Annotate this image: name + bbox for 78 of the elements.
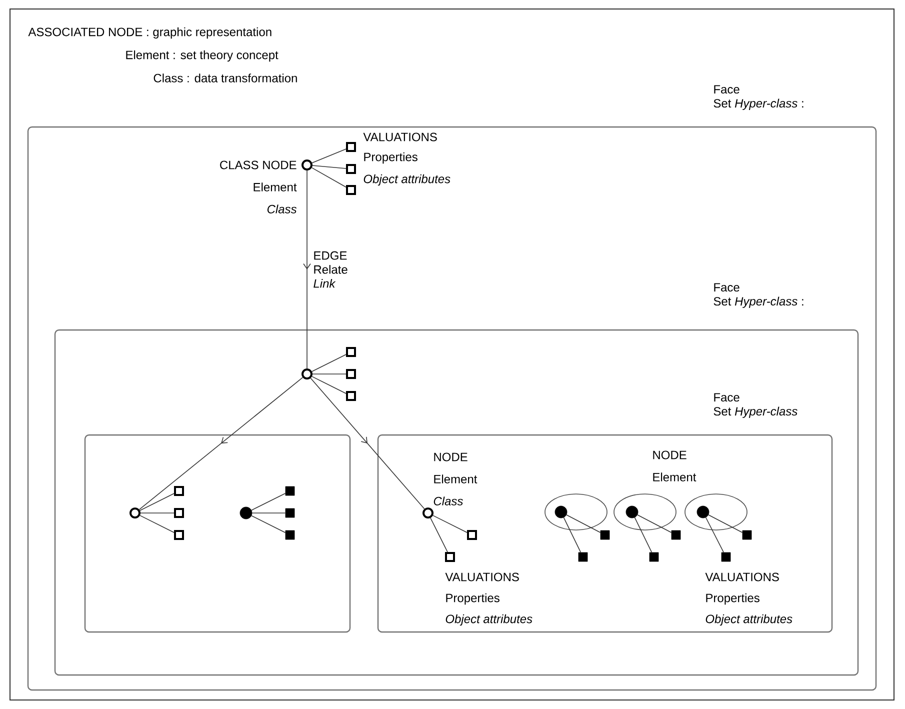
square-marker bbox=[467, 530, 477, 540]
connector-line bbox=[566, 514, 601, 533]
connector-line bbox=[312, 165, 346, 169]
connector-line bbox=[140, 515, 174, 533]
connector-line bbox=[637, 514, 672, 533]
dot bbox=[240, 506, 252, 520]
connector-line bbox=[251, 515, 286, 534]
square-marker bbox=[285, 530, 295, 540]
connector-line bbox=[251, 492, 286, 511]
edge-label: EDGE Relate Link bbox=[314, 251, 348, 288]
text-label: Object attributes bbox=[446, 614, 532, 626]
connector-line bbox=[312, 148, 346, 164]
square-marker bbox=[671, 530, 681, 540]
connector-line bbox=[432, 515, 468, 533]
dot bbox=[626, 506, 638, 518]
connector-line bbox=[140, 493, 174, 511]
ellipse bbox=[614, 494, 676, 530]
text-label: Element bbox=[653, 472, 696, 482]
connector-line bbox=[634, 517, 652, 553]
connector-line bbox=[430, 518, 448, 552]
text-label: Object attributes bbox=[364, 174, 450, 186]
node-label: Face bbox=[714, 283, 740, 292]
node-label: Element bbox=[254, 182, 297, 192]
dot bbox=[554, 506, 568, 518]
text-label: Properties bbox=[446, 593, 500, 605]
square-marker bbox=[285, 508, 295, 518]
text-label: VALUATIONS bbox=[363, 132, 437, 142]
square-marker bbox=[578, 552, 588, 562]
text-label: Object attributes bbox=[706, 614, 792, 626]
text-label: Properties bbox=[364, 152, 418, 164]
text-label: VALUATIONS bbox=[705, 572, 779, 582]
text-label: VALUATIONS bbox=[445, 572, 519, 582]
square-marker bbox=[346, 164, 356, 174]
dot bbox=[696, 506, 710, 518]
square-marker bbox=[174, 508, 184, 518]
node-label: Set Hyper-class : bbox=[714, 296, 804, 308]
square-marker bbox=[346, 391, 356, 401]
square-marker bbox=[742, 530, 752, 540]
connector-line bbox=[563, 517, 582, 553]
ellipse bbox=[684, 494, 748, 530]
square-marker bbox=[445, 552, 455, 562]
node-label: Face bbox=[714, 85, 740, 94]
connector-line bbox=[312, 376, 346, 394]
node-label: Element bbox=[434, 474, 478, 484]
text-label: NODE bbox=[653, 450, 686, 460]
node-label: Face bbox=[714, 393, 740, 402]
node-label: CLASS NODE bbox=[220, 160, 296, 170]
node-label: Class bbox=[267, 204, 297, 214]
text-label: Class : data transformation bbox=[154, 74, 297, 82]
circle-marker bbox=[302, 159, 312, 170]
node-label: NODE bbox=[434, 452, 468, 462]
text-label: Properties bbox=[706, 593, 760, 605]
node-label: Set Hyper-class : bbox=[714, 98, 804, 110]
square-marker bbox=[600, 530, 610, 540]
node-label: Set Hyper-class bbox=[714, 406, 798, 418]
square-marker bbox=[721, 552, 731, 562]
text-label: Element : set theory concept bbox=[126, 50, 278, 62]
square-marker bbox=[174, 530, 184, 540]
square-marker bbox=[649, 552, 659, 562]
square-marker bbox=[346, 185, 356, 195]
connector-line bbox=[140, 512, 174, 514]
circle-marker bbox=[422, 507, 434, 518]
frame-box bbox=[84, 434, 351, 633]
connector-line bbox=[311, 167, 346, 188]
square-marker bbox=[346, 142, 356, 152]
square-marker bbox=[346, 369, 356, 379]
circle-marker bbox=[302, 368, 312, 380]
text-label: ASSOCIATED NODE : graphic representation bbox=[28, 27, 272, 39]
square-marker bbox=[346, 347, 356, 357]
square-marker bbox=[285, 486, 295, 496]
node-label: Class bbox=[434, 496, 463, 506]
connector-line bbox=[252, 512, 286, 514]
ellipse bbox=[544, 494, 608, 530]
connector-line bbox=[708, 514, 743, 533]
connector-line bbox=[705, 517, 724, 553]
circle-marker bbox=[130, 507, 140, 518]
square-marker bbox=[174, 486, 184, 496]
connector-line bbox=[312, 354, 346, 372]
